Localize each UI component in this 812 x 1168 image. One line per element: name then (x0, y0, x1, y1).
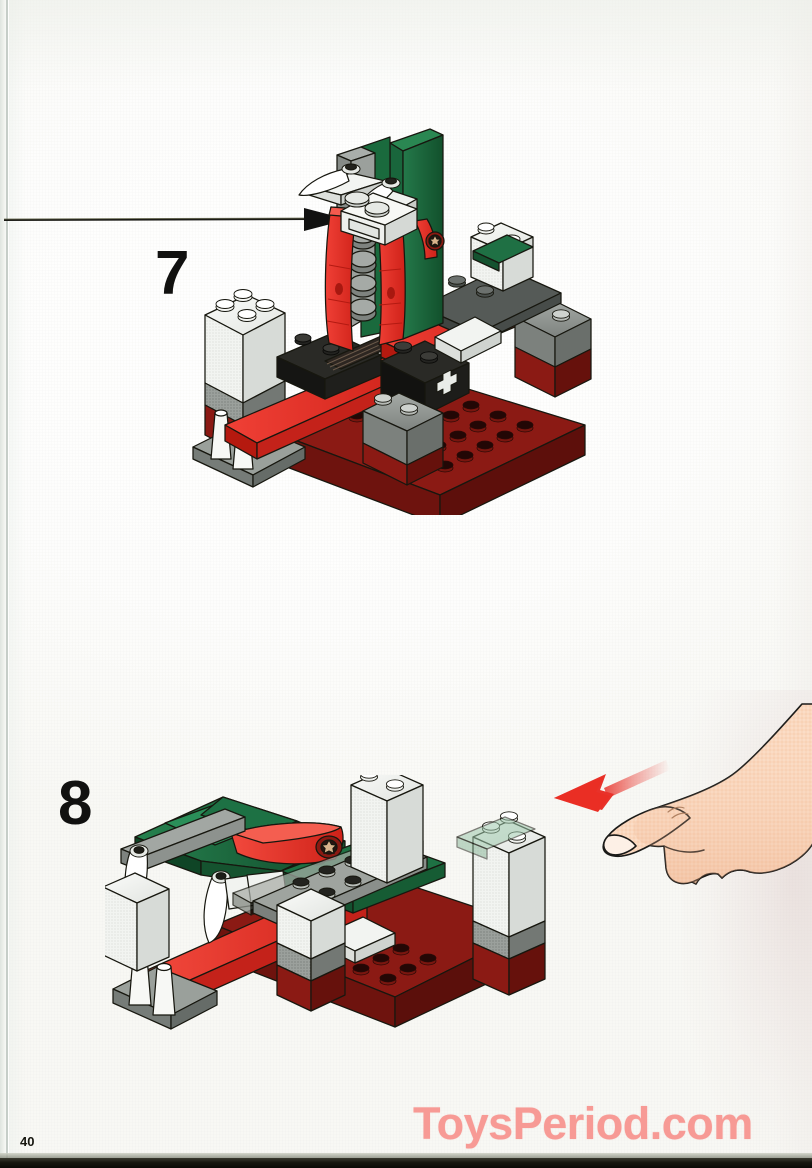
page-number: 40 (20, 1134, 35, 1149)
pointing-hand (602, 703, 812, 885)
push-down-arrow (554, 760, 670, 812)
assembly-direction-arrow (3, 208, 348, 231)
lego-model-upright (192, 128, 592, 515)
lego-model-folded (105, 775, 546, 1030)
scan-left-edge (0, 0, 9, 1160)
step-number-8: 8 (58, 769, 92, 838)
scan-left-border-line (6, 0, 8, 1158)
watermark: ToysPeriod.com (413, 1098, 753, 1149)
scan-bottom-edge (0, 1158, 812, 1168)
scan-bottom-gradient (0, 1153, 812, 1158)
step-number-7: 7 (155, 239, 189, 308)
